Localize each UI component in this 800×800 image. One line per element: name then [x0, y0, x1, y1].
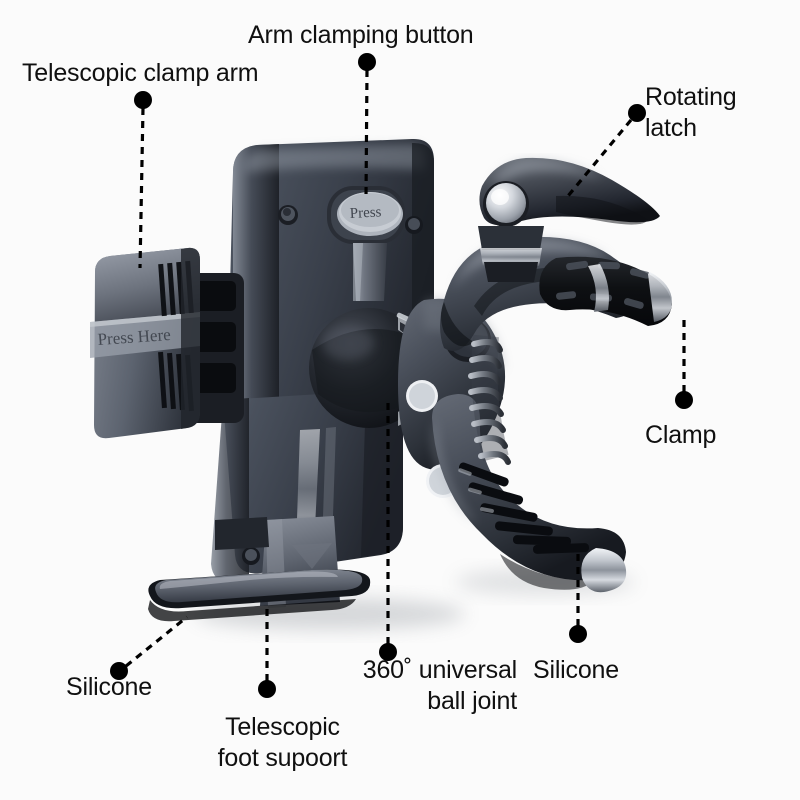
callout-label-rotating-latch: Rotating latch — [645, 82, 775, 144]
callout-label-clamp: Clamp — [645, 421, 717, 449]
rotating-latch-line-2: latch — [645, 114, 697, 142]
cradle-left-tail — [215, 517, 269, 550]
callout-label-ball-joint: 360˚ universal ball joint — [302, 655, 517, 717]
telescopic-foot-support-art — [148, 516, 371, 622]
plate-screws — [242, 205, 423, 565]
clamp-spring — [468, 334, 511, 465]
press-emboss: Press — [349, 204, 382, 222]
lower-jaw-silicone — [458, 462, 590, 554]
ball-joint-line-1: 360˚ universal — [362, 656, 517, 684]
arm-clamping-button-art: Press — [327, 186, 405, 301]
ball-joint-line-2: ball joint — [427, 687, 517, 715]
foot-silicone-pad — [155, 569, 363, 603]
callout-label-silicone-left: Silicone — [66, 673, 152, 701]
foot-support-line-1: Telescopic — [225, 713, 340, 741]
press-here-pad: Press Here — [90, 247, 200, 439]
callout-label-telescopic-clamp-arm: Telescopic clamp arm — [22, 59, 259, 87]
callout-label-telescopic-foot-support: Telescopic foot supoort — [195, 712, 370, 774]
rotating-latch-line-1: Rotating — [645, 83, 737, 111]
upper-jaw-silicone — [539, 256, 672, 326]
foot-support-line-2: foot supoort — [217, 744, 348, 772]
callout-label-arm-clamping-button: Arm clamping button — [248, 21, 474, 49]
clamp-lower-jaw — [432, 394, 627, 593]
lower-jaw-chrome-tip — [581, 548, 627, 593]
callout-label-silicone-right: Silicone — [533, 656, 619, 684]
